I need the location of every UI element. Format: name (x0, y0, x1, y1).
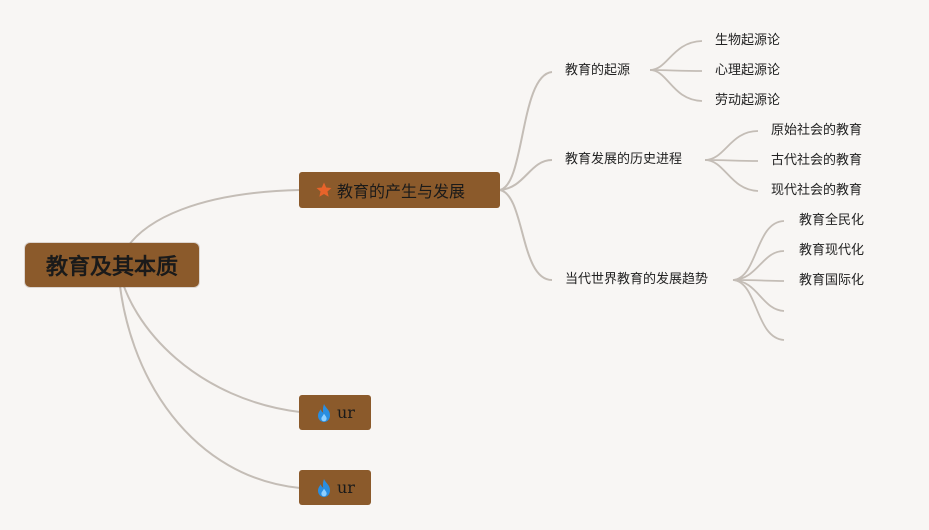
root-node[interactable]: 教育及其本质 (25, 243, 199, 287)
link-branch-sub-1 (499, 71, 553, 191)
leaf-node-label: 心理起源论 (715, 63, 781, 78)
leaf-node[interactable]: 现代社会的教育 (771, 182, 862, 200)
branch-node-3[interactable]: ur (299, 470, 371, 505)
link-sub3-leaf-1 (732, 220, 785, 281)
leaf-node-label: 劳动起源论 (715, 93, 781, 108)
sub-node-1[interactable]: 教育的起源 (565, 62, 630, 80)
link-branch-sub-2 (499, 159, 553, 191)
leaf-node-label: 教育现代化 (799, 243, 865, 258)
branch-node-2[interactable]: ur (299, 395, 371, 430)
leaf-node[interactable]: 教育现代化 (799, 242, 864, 260)
leaf-node[interactable]: 教育全民化 (799, 212, 864, 230)
leaf-node-label: 古代社会的教育 (771, 153, 863, 168)
link-sub3-leaf-5 (732, 279, 785, 341)
branch-node-2-label: ur (337, 403, 355, 422)
link-sub1-leaf-3 (649, 69, 703, 102)
leaf-node[interactable]: 心理起源论 (715, 62, 780, 80)
link-sub3-leaf-2 (732, 250, 785, 281)
flame-icon (315, 478, 333, 498)
link-branch-sub-3 (499, 189, 553, 281)
link-root-branch-2 (117, 264, 301, 413)
leaf-node[interactable]: 劳动起源论 (715, 92, 780, 110)
leaf-node[interactable]: 古代社会的教育 (771, 152, 862, 170)
branch-node-1-label: 教育的产生与发展 (337, 182, 466, 201)
leaf-node-label: 生物起源论 (715, 33, 781, 48)
leaf-node[interactable]: 原始社会的教育 (771, 122, 862, 140)
branch-node-3-label: ur (337, 478, 355, 497)
root-node-label: 教育及其本质 (45, 255, 178, 280)
leaf-node[interactable]: 教育国际化 (799, 272, 864, 290)
sub-node-3-label: 当代世界教育的发展趋势 (565, 272, 709, 287)
link-root-branch-3 (117, 264, 301, 489)
sub-node-2[interactable]: 教育发展的历史进程 (565, 151, 682, 169)
sub-node-2-label: 教育发展的历史进程 (565, 152, 683, 167)
star-icon (315, 181, 333, 199)
link-sub1-leaf-2 (649, 69, 703, 72)
flame-icon (315, 403, 333, 423)
link-sub1-leaf-1 (649, 40, 703, 71)
leaf-node-label: 现代社会的教育 (771, 183, 863, 198)
link-sub2-leaf-3 (704, 159, 759, 192)
sub-node-3[interactable]: 当代世界教育的发展趋势 (565, 271, 708, 289)
link-sub3-leaf-4 (732, 279, 785, 312)
leaf-node-label: 教育国际化 (799, 273, 865, 288)
leaf-node-label: 教育全民化 (799, 213, 865, 228)
leaf-node-label: 原始社会的教育 (771, 123, 863, 138)
leaf-node[interactable]: 生物起源论 (715, 32, 780, 50)
sub-node-1-label: 教育的起源 (565, 63, 631, 78)
branch-node-1[interactable]: 教育的产生与发展 (299, 172, 500, 208)
link-sub2-leaf-1 (704, 130, 759, 161)
